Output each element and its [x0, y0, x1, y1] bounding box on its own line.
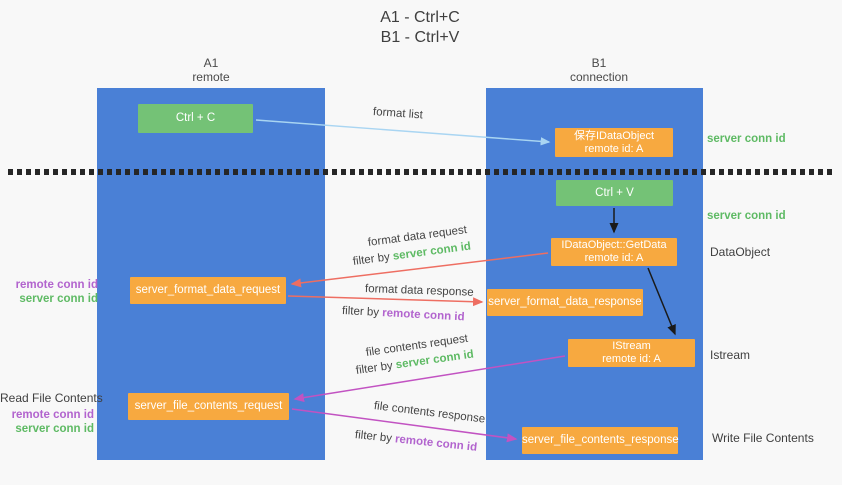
arrow-format-data-response — [287, 295, 484, 307]
ctrl-c-label: Ctrl + C — [175, 112, 216, 124]
ctrl-c-box: Ctrl + C — [138, 104, 253, 133]
server-conn-id-annotation-mid: server conn id — [707, 210, 786, 222]
remote-conn-id-annotation-left1: remote conn id — [15, 279, 98, 291]
server-file-contents-request-label: server_file_contents_request — [134, 400, 283, 412]
server-file-contents-request-box: server_file_contents_request — [128, 393, 289, 420]
server-format-data-response-box: server_format_data_response — [487, 289, 643, 316]
column-a1-name: A1 — [203, 56, 219, 70]
istream-line2: remote id: A — [602, 353, 661, 365]
save-idataobject-line1: 保存IDataObject — [573, 129, 655, 142]
arrow-format-data-request — [290, 252, 549, 288]
server-file-contents-response-box: server_file_contents_response — [522, 427, 679, 454]
ctrl-v-box: Ctrl + V — [556, 180, 673, 206]
column-b1-subtitle: connection — [569, 70, 629, 84]
save-idataobject-line2: remote id: A — [584, 142, 644, 155]
arrow-file-contents-response — [291, 408, 518, 443]
column-b1-name: B1 — [591, 56, 607, 70]
istream-annotation: Istream — [710, 348, 751, 362]
title-line-1: A1 - Ctrl+C — [380, 9, 460, 26]
arrow-getdata-to-istream — [647, 267, 676, 336]
server-conn-id-annotation-left1: server conn id — [19, 293, 98, 305]
istream-line1: IStream — [612, 340, 651, 352]
column-header-a1: A1 remote — [161, 56, 261, 84]
read-file-contents-annotation: Read File Contents — [0, 391, 103, 405]
getdata-line1: IDataObject::GetData — [561, 239, 667, 251]
title-line-2: B1 - Ctrl+V — [380, 29, 460, 46]
server-format-data-request-label: server_format_data_request — [135, 284, 281, 296]
remote-conn-id-annotation-left2: remote conn id — [11, 409, 94, 421]
dataobject-annotation: DataObject — [710, 245, 771, 259]
diagram-title: A1 - Ctrl+C B1 - Ctrl+V — [300, 8, 540, 48]
column-a1-subtitle: remote — [192, 70, 230, 84]
istream-box: IStream remote id: A — [568, 339, 695, 367]
arrow-format-list — [255, 119, 551, 146]
getdata-line2: remote id: A — [584, 252, 644, 264]
ctrl-v-label: Ctrl + V — [595, 186, 634, 199]
server-format-data-response-label: server_format_data_response — [488, 296, 642, 308]
server-conn-id-annotation-left2: server conn id — [15, 423, 94, 435]
arrow-file-contents-request — [293, 355, 566, 403]
server-format-data-request-box: server_format_data_request — [130, 277, 286, 304]
session-divider-dotted-line — [8, 169, 836, 175]
server-conn-id-annotation-top: server conn id — [707, 133, 786, 145]
idataobject-getdata-box: IDataObject::GetData remote id: A — [551, 238, 677, 266]
filter-by-text: filter by — [341, 305, 383, 320]
save-idataobject-box: 保存IDataObject remote id: A — [555, 128, 673, 157]
column-header-b1: B1 connection — [544, 56, 654, 84]
write-file-contents-annotation: Write File Contents — [712, 431, 814, 445]
server-file-contents-response-label: server_file_contents_response — [522, 434, 679, 446]
